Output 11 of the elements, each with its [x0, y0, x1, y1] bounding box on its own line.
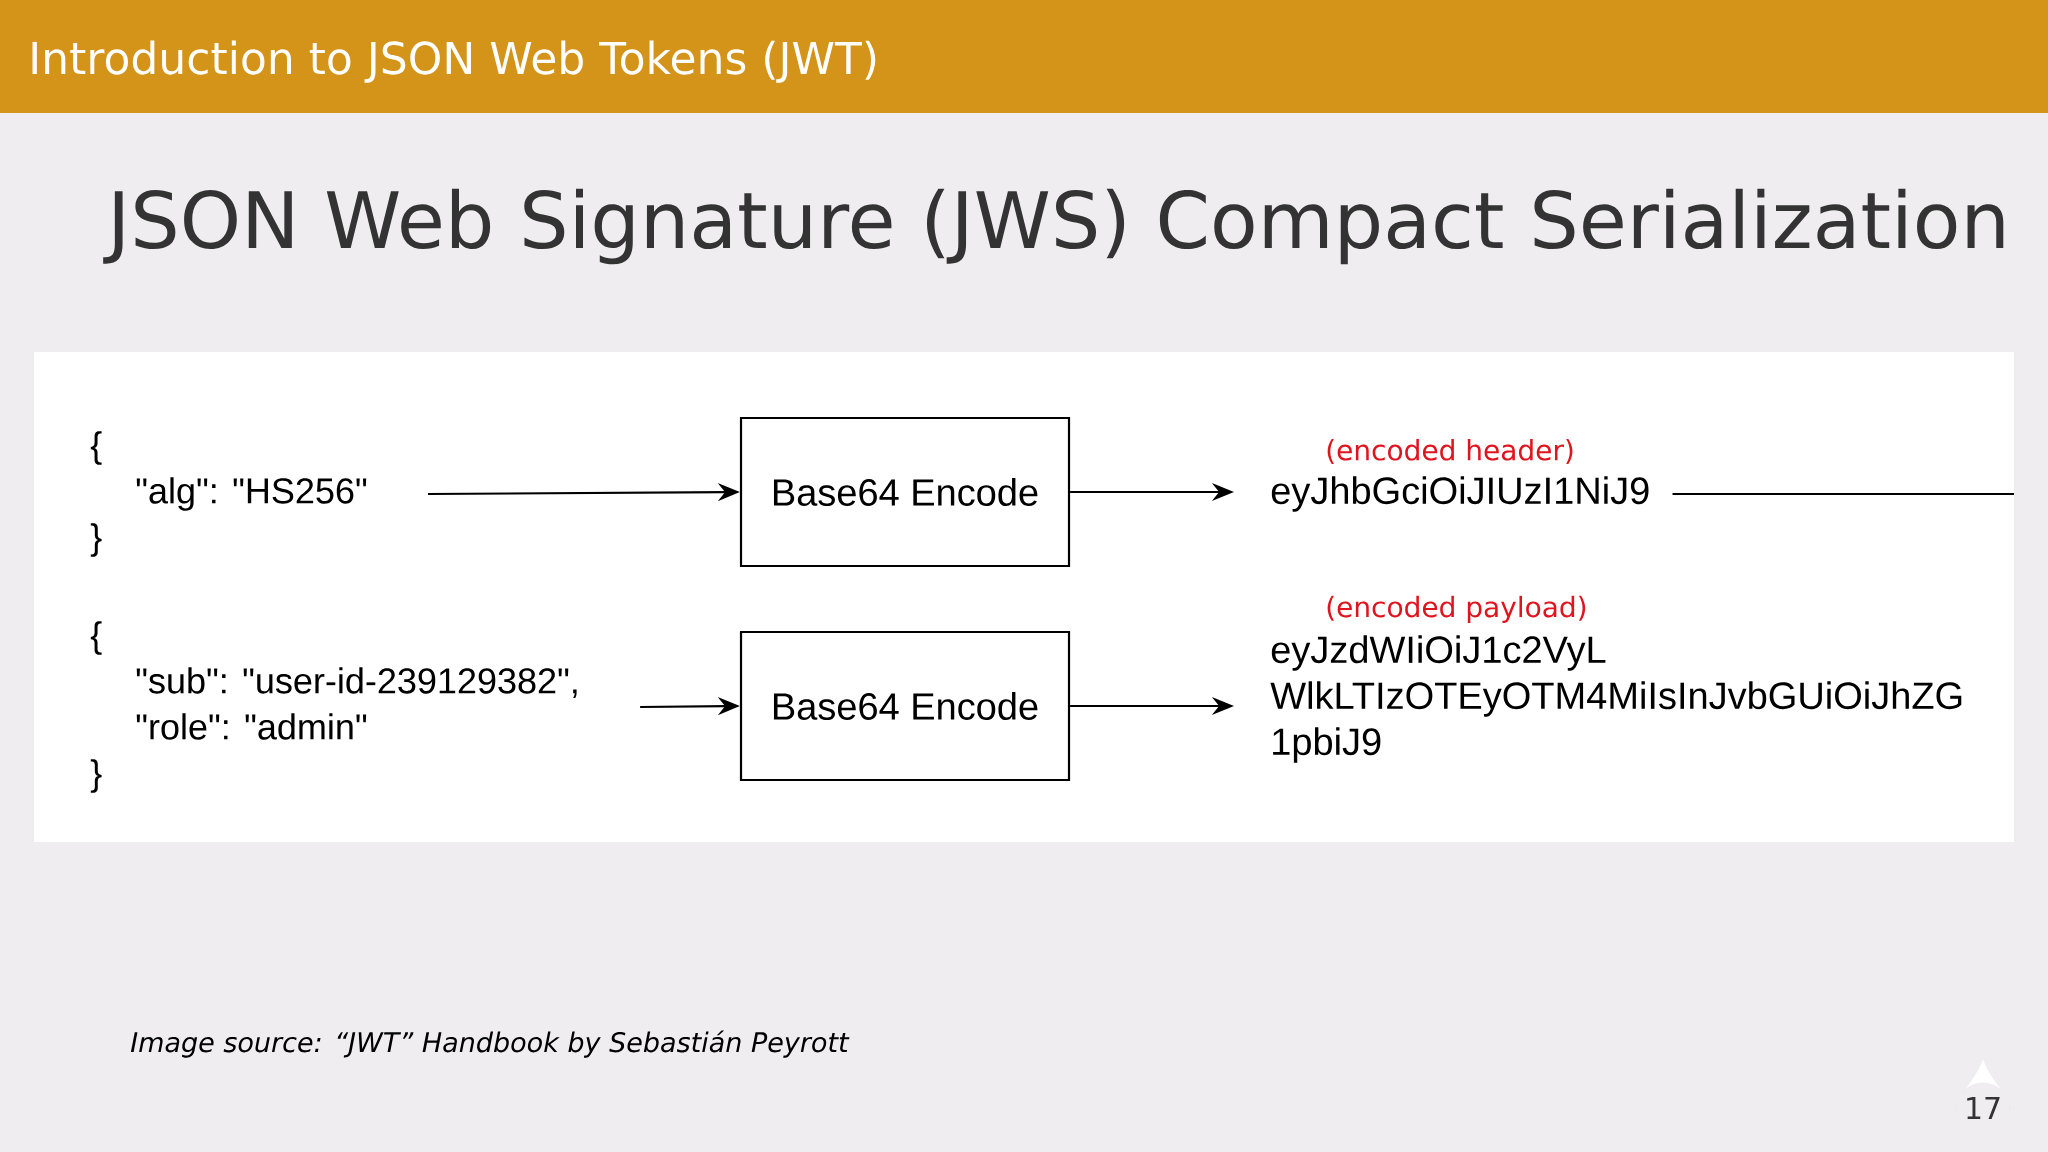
json-object: { "sub": "user-id-239129382", "role": "admin" } — [90, 621, 577, 793]
annotation: (encoded header) — [1327, 438, 1573, 464]
process-box: Base64 Encode — [739, 630, 1071, 782]
process-box: Base64 Encode — [739, 416, 1071, 568]
json-object: { "alg": "HS256" } — [90, 431, 367, 557]
encoded-text: eyJhbGciOiJIUzI1NiJ9 — [1271, 476, 1649, 512]
source-note: Image source: “JWT” Handbook by Sebastián Peyrott — [130, 1030, 850, 1058]
header-text: Introduction to JSON Web Tokens (JWT) — [32, 40, 876, 83]
encoded-text: eyJzdWIiOiJ1c2VyL WlkLTIzOTEyOTM4MiIsInJvbGUiOiJhZG 1pbiJ9 — [1270, 635, 1962, 763]
slide-title: JSON Web Signature (JWS) Compact Serialization — [103, 188, 2004, 265]
annotation: (encoded payload) — [1327, 595, 1586, 623]
